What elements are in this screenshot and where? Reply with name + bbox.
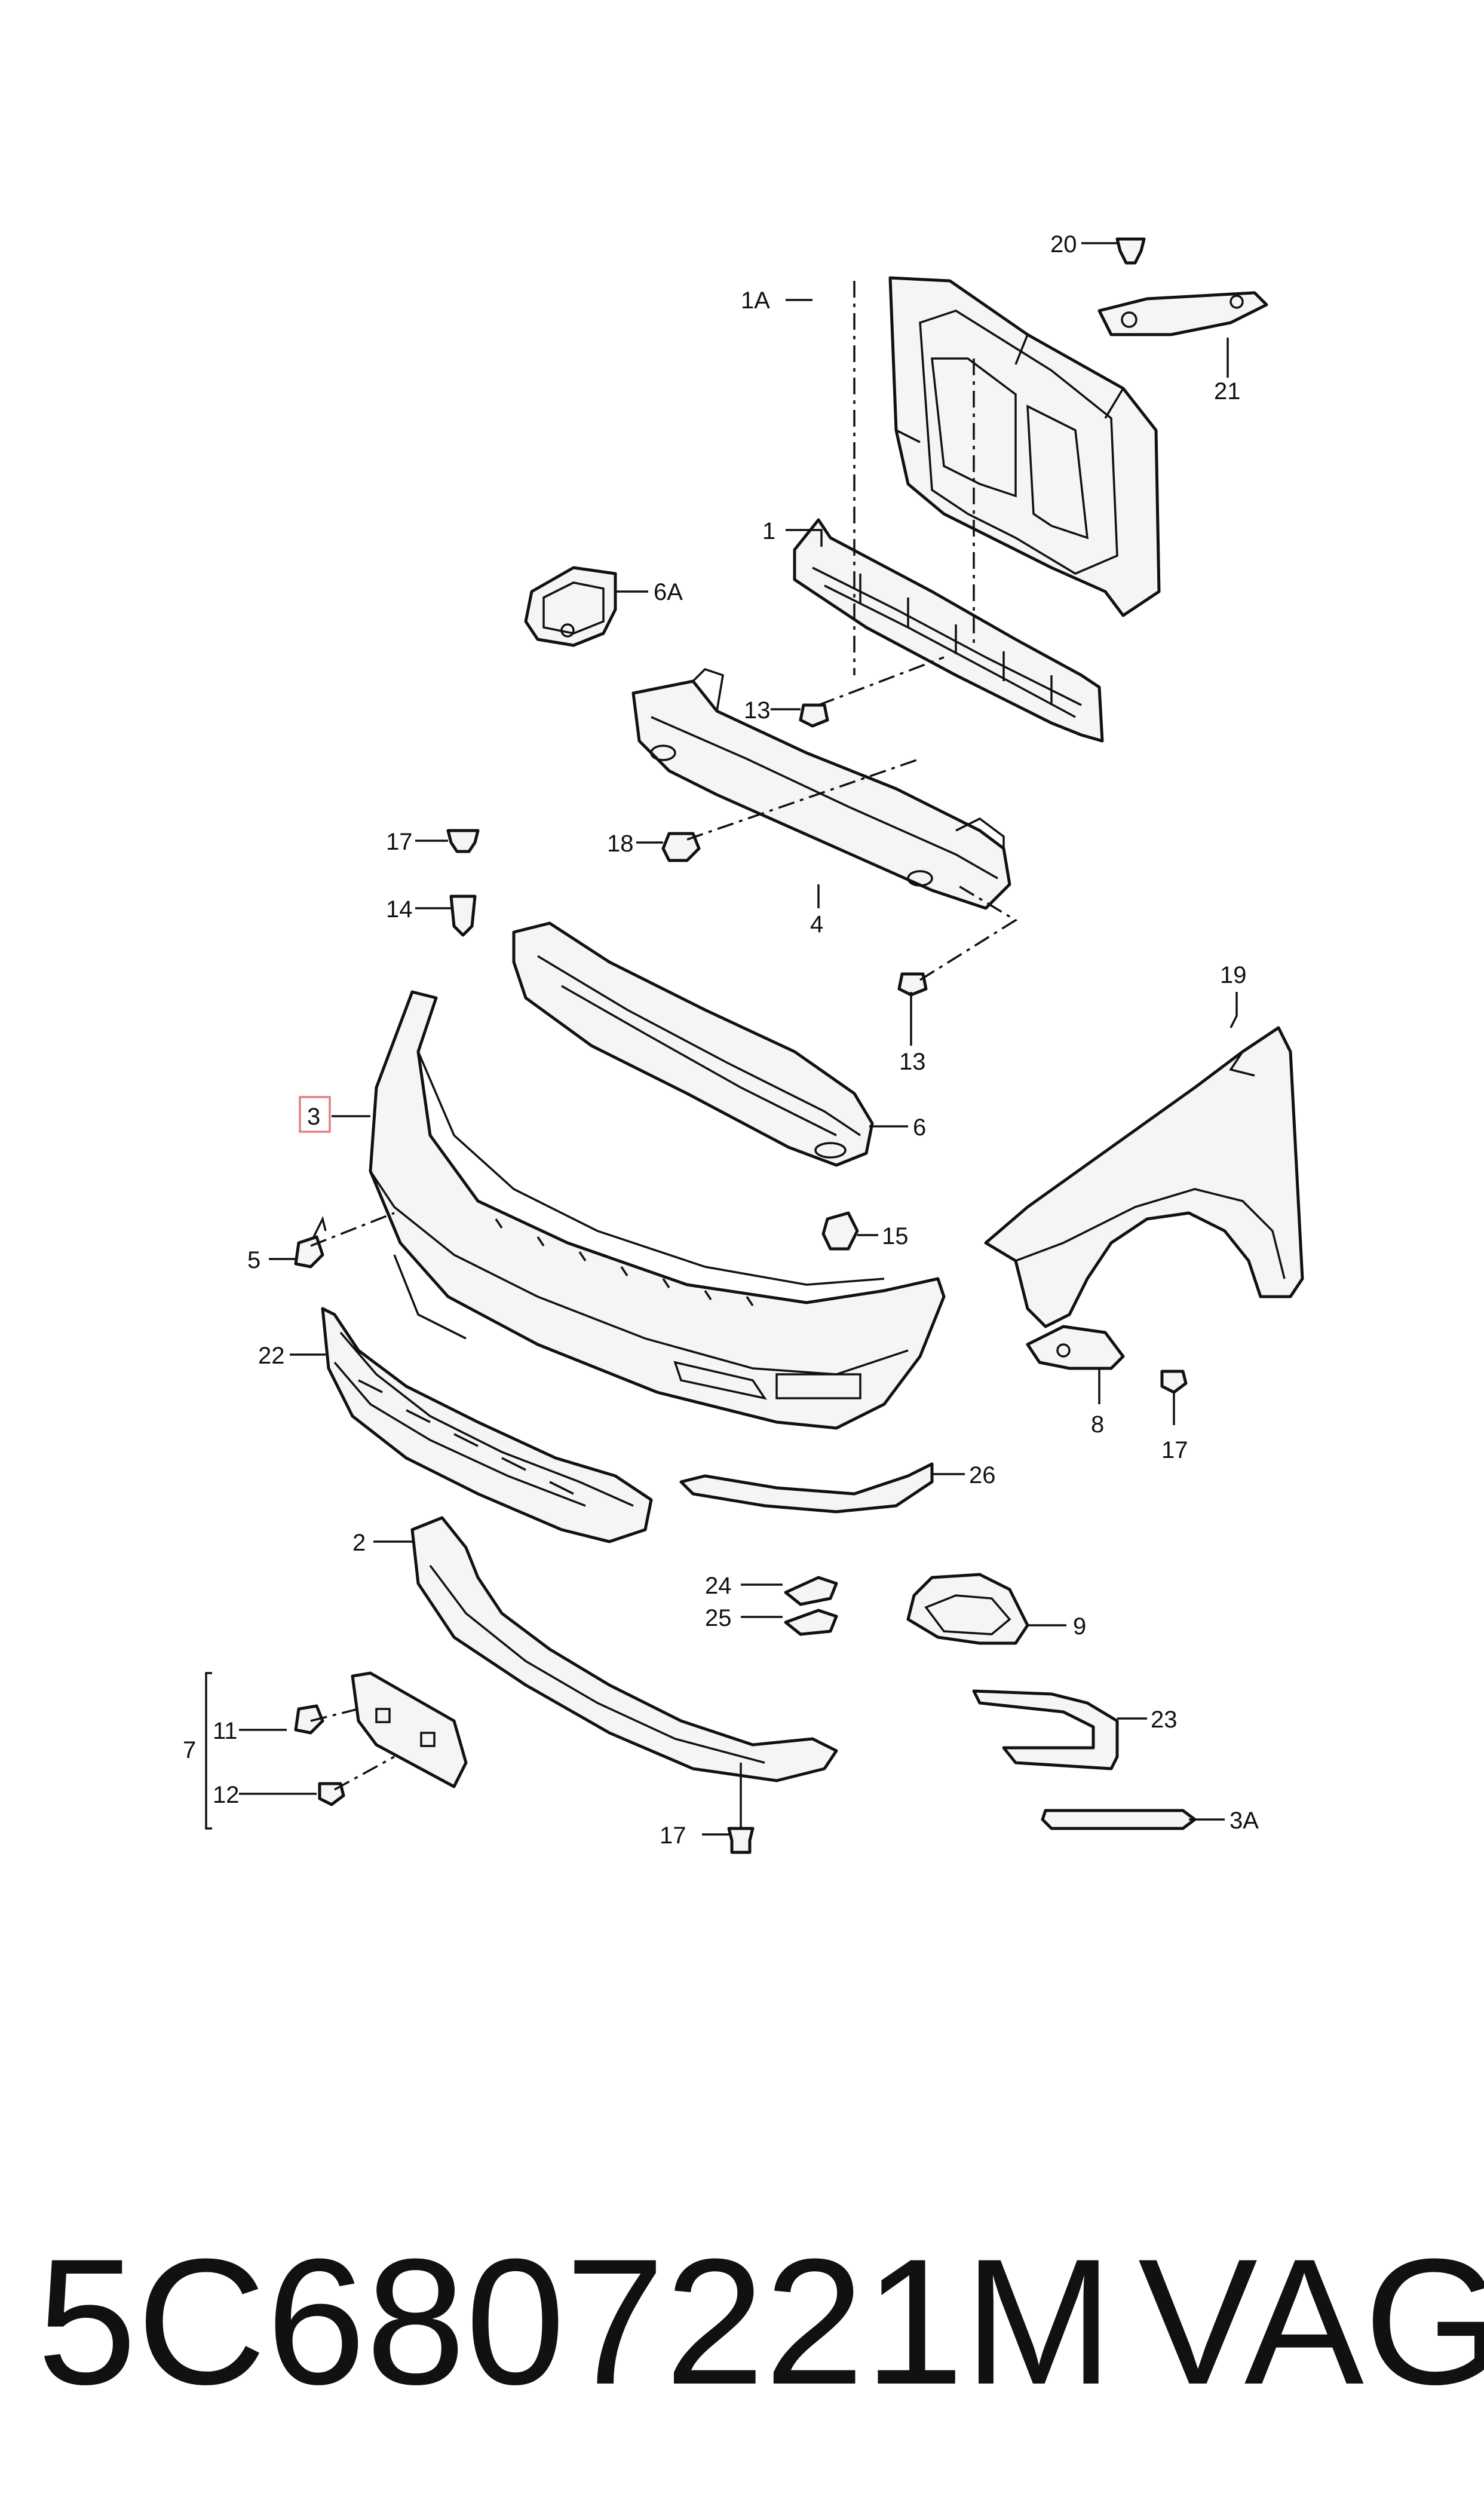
callout-2: 2 xyxy=(352,1530,366,1556)
callout-8: 8 xyxy=(1091,1411,1104,1438)
callout-17-left: 17 xyxy=(386,829,413,855)
leader-lines xyxy=(205,242,1238,1836)
brand-label: VAG xyxy=(1138,2221,1484,2422)
callout-22: 22 xyxy=(258,1343,285,1369)
surround-23-part xyxy=(972,1689,1119,1770)
lower-grille-part xyxy=(321,1307,653,1543)
callout-12: 12 xyxy=(213,1782,240,1808)
footer-caption: 5C6807221M VAG xyxy=(0,2223,1484,2420)
callout-17-bottom: 17 xyxy=(660,1822,686,1849)
radiator-support-part xyxy=(888,276,1161,617)
callout-9: 9 xyxy=(1073,1613,1086,1640)
bumper-cover-part xyxy=(369,990,946,1430)
callout-24: 24 xyxy=(705,1573,732,1599)
trim-3A-part xyxy=(1041,1809,1197,1830)
spoiler-2-part xyxy=(410,1516,838,1782)
callout-5: 5 xyxy=(247,1247,260,1273)
callout-26: 26 xyxy=(969,1462,996,1488)
callout-19: 19 xyxy=(1220,962,1247,988)
bracket-6A-part xyxy=(524,566,617,647)
plate-bracket-7-part xyxy=(294,1671,468,1806)
nut-18-part xyxy=(661,832,701,862)
bolt-13-part xyxy=(799,703,928,997)
energy-absorber-part xyxy=(512,921,874,1167)
callout-23: 23 xyxy=(1151,1707,1178,1733)
callout-6A: 6A xyxy=(654,579,683,605)
callout-13-lower: 13 xyxy=(899,1049,926,1075)
callout-11: 11 xyxy=(213,1718,238,1744)
callout-labels: 1A 1 20 21 6A 13 18 4 17 14 13 19 3 6 5 … xyxy=(183,231,1259,1849)
callout-25: 25 xyxy=(705,1605,732,1631)
callout-1: 1 xyxy=(762,518,775,544)
callout-13-upper: 13 xyxy=(744,697,771,724)
assembly-lines xyxy=(310,281,1018,1791)
clip-15-part xyxy=(821,1211,859,1251)
lock-carrier-part xyxy=(793,518,1104,743)
impact-bar-part xyxy=(631,667,1011,910)
callout-3A: 3A xyxy=(1229,1808,1259,1834)
callout-7: 7 xyxy=(183,1737,196,1763)
callout-18: 18 xyxy=(607,831,634,857)
callout-20: 20 xyxy=(1050,231,1077,258)
bracket-8-part xyxy=(1026,1325,1188,1394)
callout-1A: 1A xyxy=(741,287,770,314)
fastener-14-17-part xyxy=(446,829,480,937)
trim-24-part xyxy=(784,1576,838,1606)
callout-3: 3 xyxy=(307,1104,320,1130)
callout-3-highlight-box xyxy=(299,1096,331,1133)
part-number: 5C6807221M xyxy=(37,2221,1114,2422)
callout-17-right: 17 xyxy=(1161,1437,1188,1463)
bolt-17-bottom-part xyxy=(727,1827,755,1854)
callout-21: 21 xyxy=(1214,378,1241,405)
trim-strip-26-part xyxy=(679,1462,934,1514)
fog-bracket-9-part xyxy=(906,1573,1029,1645)
callout-6: 6 xyxy=(913,1114,926,1141)
callout-4: 4 xyxy=(810,911,823,938)
trim-25-part xyxy=(784,1609,838,1636)
upper-bracket-part xyxy=(1097,237,1268,336)
callout-15: 15 xyxy=(882,1223,909,1249)
fender-part xyxy=(984,1026,1304,1328)
callout-14: 14 xyxy=(386,896,413,923)
